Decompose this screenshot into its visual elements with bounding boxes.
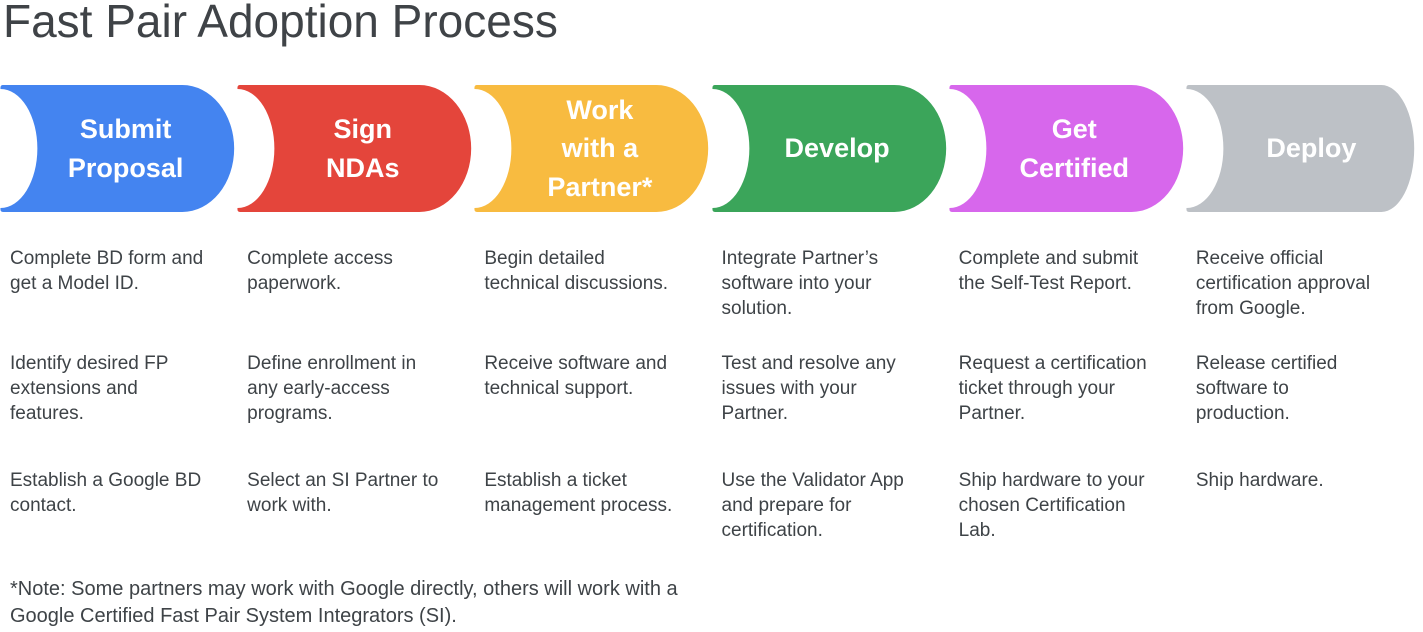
- task-text: Test and resolve any issues with your Pa…: [721, 353, 896, 424]
- step-label: Submit Proposal: [67, 114, 184, 183]
- step-label: Sign NDAs: [325, 114, 400, 183]
- step-tasks: Complete access paperwork. Define enroll…: [237, 212, 474, 518]
- step-shape-sign-ndas: Sign NDAs: [237, 85, 474, 212]
- task-text: Integrate Partner’s software into your s…: [721, 248, 879, 319]
- step-column-sign-ndas: Sign NDAs Complete access paperwork. Def…: [237, 85, 474, 543]
- step-tasks: Complete and submit the Self-Test Report…: [949, 212, 1186, 543]
- task-text: Establish a Google BD contact.: [10, 470, 202, 516]
- step-label: Deploy: [1266, 133, 1357, 164]
- task-text: Complete and submit the Self-Test Report…: [958, 248, 1139, 294]
- step-shape-deploy: Deploy: [1186, 85, 1423, 212]
- task-text: Receive software and technical support.: [484, 353, 668, 399]
- step-shape-develop: Develop: [711, 85, 949, 212]
- task-text: Define enrollment in any early-access pr…: [247, 353, 417, 424]
- task-text: Identify desired FP extensions and featu…: [10, 353, 169, 424]
- task-text: Complete access paperwork.: [247, 248, 393, 294]
- step-tasks: Integrate Partner’s software into your s…: [712, 212, 949, 543]
- task-text: Use the Validator App and prepare for ce…: [721, 470, 904, 541]
- arrow-shape-icon: [711, 85, 946, 212]
- step-tasks: Receive official certification approval …: [1186, 212, 1423, 493]
- arrow-shape-icon: [1186, 85, 1415, 212]
- step-column-develop: Develop Integrate Partner’s software int…: [711, 85, 949, 543]
- task-text: Request a certification ticket through y…: [958, 353, 1147, 424]
- step-column-get-certified: Get Certified Complete and submit the Se…: [949, 85, 1186, 543]
- task-text: Release certified software to production…: [1195, 353, 1338, 424]
- step-label: Work with a Partner*: [547, 95, 653, 202]
- page-title: Fast Pair Adoption Process: [3, 0, 558, 47]
- step-shape-submit-proposal: Submit Proposal: [0, 85, 237, 212]
- step-column-deploy: Deploy Receive official certification ap…: [1186, 85, 1423, 543]
- step-tasks: Begin detailed technical discussions. Re…: [474, 212, 711, 518]
- task-text: Ship hardware.: [1195, 470, 1324, 491]
- step-label: Develop: [784, 133, 890, 164]
- task-text: Begin detailed technical discussions.: [484, 248, 669, 294]
- step-tasks: Complete BD form and get a Model ID. Ide…: [0, 212, 237, 518]
- task-text: Establish a ticket management process.: [484, 470, 673, 516]
- step-column-submit-proposal: Submit Proposal Complete BD form and get…: [0, 85, 237, 543]
- step-shape-get-certified: Get Certified: [949, 85, 1186, 212]
- arrow-shape-icon: [237, 85, 472, 212]
- step-label: Get Certified: [1019, 114, 1129, 183]
- arrow-shape-icon: [474, 85, 709, 212]
- step-shape-work-with-partner: Work with a Partner*: [474, 85, 711, 212]
- task-text: Complete BD form and get a Model ID.: [10, 248, 204, 294]
- arrow-shape-icon: [0, 85, 235, 212]
- step-column-work-with-partner: Work with a Partner* Begin detailed tech…: [474, 85, 711, 543]
- task-text: Ship hardware to your chosen Certificati…: [958, 470, 1145, 541]
- footnote: *Note: Some partners may work with Googl…: [10, 578, 678, 627]
- task-text: Receive official certification approval …: [1195, 248, 1371, 319]
- task-text: Select an SI Partner to work with.: [247, 470, 439, 516]
- arrow-shape-icon: [949, 85, 1183, 212]
- process-steps: Submit Proposal Complete BD form and get…: [0, 85, 1423, 543]
